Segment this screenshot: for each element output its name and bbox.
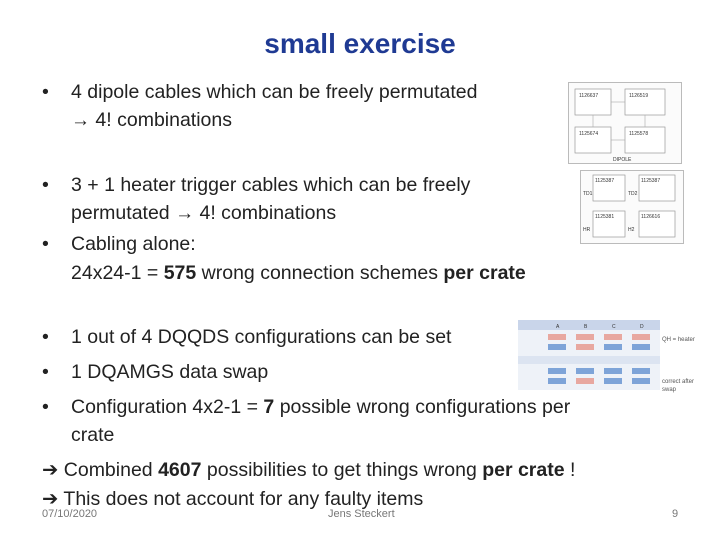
dqqds-config-table-image: A B C D — [518, 320, 660, 390]
configuration-crate-text: crate — [71, 424, 115, 446]
dipole-sub-label: DIPOLE — [613, 157, 632, 163]
bullet-4: • — [42, 326, 49, 348]
footer-date: 07/10/2020 — [42, 508, 98, 520]
conclusion-text-2: This does not account for any faulty ite… — [63, 488, 424, 510]
config-expr-text: Configuration 4x2-1 = — [71, 396, 264, 418]
heater-cable-diagram-image: 1125387 1125387 1125381 1126616 TD1 TD2 … — [580, 170, 684, 244]
dqqds-config-text: 1 out of 4 DQQDS configurations can be s… — [71, 326, 452, 348]
right-arrow-icon: → — [71, 110, 90, 131]
config-tail-text: possible wrong configurations per — [274, 396, 571, 418]
config-side-note: QH = heater — [662, 337, 695, 343]
bullet-1: • — [42, 81, 49, 103]
heater-permutated-text: permutated — [71, 202, 170, 224]
heater-label-2: 1125387 — [641, 178, 660, 184]
bullet-2: • — [42, 174, 49, 196]
heater-tag-3: HR — [583, 227, 591, 233]
configuration-line: Configuration 4x2-1 = 7 possible wrong c… — [71, 395, 570, 419]
cabling-expr-text: 24x24-1 = — [71, 262, 164, 284]
bullet-3: • — [42, 233, 49, 255]
dipole-label-3: 1125674 — [579, 131, 598, 137]
dqamgs-swap-text: 1 DQAMGS data swap — [71, 361, 269, 383]
config-col-b: B — [584, 324, 588, 330]
dipole-combinations-text: 4! combinations — [95, 109, 232, 131]
conclusion-line-1: ➔ Combined 4607 possibilities to get thi… — [42, 458, 575, 482]
conclusion-exclaim: ! — [564, 459, 576, 481]
footer-page-number: 9 — [672, 508, 679, 520]
heater-tag-4: H2 — [628, 227, 635, 233]
conclusion-value: 4607 — [158, 459, 202, 481]
dipole-label-1: 1126637 — [579, 93, 598, 99]
dipole-cables-text: 4 dipole cables which can be freely perm… — [71, 81, 478, 103]
heater-label-4: 1126616 — [641, 214, 660, 220]
heater-tag-2: TD2 — [628, 191, 638, 197]
heater-combinations-text: 4! combinations — [199, 202, 337, 224]
dipole-cable-diagram-image: 1126637 1126519 1125674 1125578 DIPOLE — [568, 82, 682, 164]
heater-cables-text: 3 + 1 heater trigger cables which can be… — [71, 174, 471, 196]
cabling-expression: 24x24-1 = 575 wrong connection schemes p… — [71, 261, 526, 285]
dipole-label-4: 1125578 — [629, 131, 648, 137]
cabling-label: Cabling alone: — [71, 233, 196, 255]
config-col-c: C — [612, 324, 616, 330]
conclusion-text-a: Combined — [63, 459, 159, 481]
dipole-combinations-line: → 4! combinations — [71, 108, 232, 133]
conclusion-per-crate: per crate — [482, 459, 565, 481]
heater-label-1: 1125387 — [595, 178, 614, 184]
config-value: 7 — [263, 396, 275, 418]
heater-diagram-svg: 1125387 1125387 1125381 1126616 TD1 TD2 … — [583, 174, 676, 238]
dipole-diagram-svg: 1126637 1126519 1125674 1125578 DIPOLE — [574, 88, 666, 163]
config-col-d: D — [640, 324, 644, 330]
conclusion-line-2: ➔ This does not account for any faulty i… — [42, 487, 423, 511]
config-side-note-2: correct after swap — [662, 379, 695, 393]
slide-title: small exercise — [264, 28, 456, 59]
heater-label-3: 1125381 — [595, 214, 614, 220]
config-col-a: A — [556, 324, 560, 330]
bullet-5: • — [42, 361, 49, 383]
heater-tag-1: TD1 — [583, 191, 593, 197]
footer-author: Jens Steckert — [328, 508, 395, 520]
right-arrow-icon: → — [175, 203, 195, 224]
dipole-label-2: 1126519 — [629, 93, 648, 99]
conclusion-text-b: possibilities to get things wrong — [201, 459, 483, 481]
config-table-svg: A B C D — [518, 320, 660, 390]
cabling-per-crate: per crate — [443, 262, 526, 284]
arrow-right-icon: ➔ — [42, 488, 59, 510]
arrow-right-icon: ➔ — [42, 459, 59, 481]
bullet-6: • — [42, 396, 49, 418]
cabling-value: 575 — [163, 262, 197, 284]
cabling-mid-text: wrong connection schemes — [196, 262, 444, 284]
heater-combinations-line: permutated → 4! combinations — [71, 201, 336, 226]
